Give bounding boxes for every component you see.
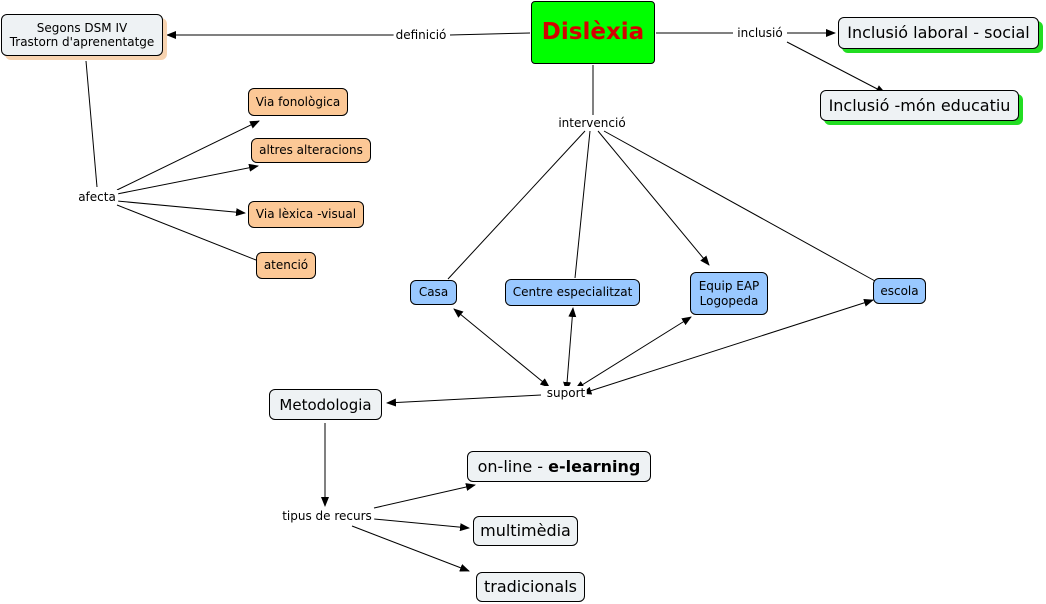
- link-label-tipus-de-recurs: tipus de recurs: [280, 509, 374, 523]
- edge-intervencio-escola: [603, 130, 876, 282]
- edge-afecta-fonologica: [116, 120, 260, 191]
- inclusion-item-label: Inclusió -món educatiu: [828, 95, 1011, 115]
- intervention-casa[interactable]: Casa: [410, 280, 457, 305]
- intervention-item-label: escola: [880, 283, 919, 298]
- resource-multimedia[interactable]: multimèdia: [473, 516, 578, 546]
- link-label-inclusio: inclusió: [735, 26, 785, 40]
- link-label-definicio: definició: [393, 28, 449, 42]
- definition-line-2: Trastorn d'aprenentatge: [9, 35, 155, 49]
- edge-afecta-lexica: [116, 200, 246, 217]
- affect-item-altres-alteracions[interactable]: altres alteracions: [251, 138, 371, 163]
- affect-item-label: atenció: [263, 258, 309, 273]
- edge-tipus-multimedia: [373, 518, 470, 532]
- intervention-item-label-2: Logopeda: [699, 293, 759, 308]
- edge-suport-metodologia: [386, 394, 542, 407]
- edge-suport-casa: [453, 308, 550, 388]
- edge-dislexia-definicio: [449, 32, 531, 36]
- edge-intervencio-centre: [574, 130, 591, 279]
- edge-afecta-atencio: [116, 204, 257, 261]
- intervention-item-label: Casa: [418, 285, 449, 300]
- intervention-centre-especialitzat[interactable]: Centre especialitzat: [505, 279, 640, 306]
- metodologia-node[interactable]: Metodologia: [269, 389, 382, 420]
- edge-tipus-online: [373, 483, 476, 509]
- resource-online-elearning[interactable]: on-line - e-learning: [467, 451, 651, 482]
- link-label-intervencio: intervenció: [556, 116, 628, 130]
- resource-item-label: multimèdia: [480, 521, 571, 541]
- resource-online-bold: e-learning: [548, 456, 641, 476]
- edge-suport-eap: [574, 316, 692, 390]
- intervention-item-label-1: Equip EAP: [698, 279, 760, 294]
- main-concept-label: Dislèxia: [541, 18, 645, 45]
- definition-node[interactable]: Segons DSM IV Trastorn d'aprenentatge: [1, 14, 163, 56]
- affect-item-via-lexica-visual[interactable]: Via lèxica -visual: [248, 201, 364, 228]
- link-label-afecta: afecta: [76, 190, 118, 204]
- resource-online-prefix: on-line -: [477, 456, 544, 476]
- edge-inclusio-educatiu: [786, 41, 886, 94]
- edge-suport-escola: [581, 298, 874, 395]
- edge-intervencio-eap: [597, 130, 710, 266]
- metodologia-label: Metodologia: [279, 395, 372, 414]
- edge-afecta-alteracions: [116, 163, 259, 195]
- edge-suport-centre: [563, 307, 577, 392]
- link-label-suport: suport: [544, 386, 588, 400]
- inclusion-item-label: Inclusió laboral - social: [847, 23, 1030, 43]
- intervention-equip-eap[interactable]: Equip EAP Logopeda: [690, 272, 768, 315]
- edge-intervencio-casa: [447, 130, 586, 280]
- definition-line-1: Segons DSM IV: [36, 20, 128, 35]
- affect-item-label: Via lèxica -visual: [255, 207, 357, 222]
- main-concept-dislexia[interactable]: Dislèxia: [531, 1, 655, 64]
- affect-item-via-fonologica[interactable]: Via fonològica: [248, 88, 348, 116]
- edge-dsm-afecta: [85, 60, 98, 188]
- inclusion-mon-educatiu[interactable]: Inclusió -món educatiu: [820, 90, 1019, 121]
- inclusion-laboral-social[interactable]: Inclusió laboral - social: [838, 17, 1039, 49]
- resource-tradicionals[interactable]: tradicionals: [476, 572, 585, 602]
- affect-item-atencio[interactable]: atenció: [256, 252, 316, 279]
- resource-item-label: tradicionals: [483, 577, 577, 597]
- intervention-escola[interactable]: escola: [873, 278, 926, 304]
- intervention-item-label: Centre especialitzat: [512, 285, 633, 300]
- affect-item-label: Via fonològica: [255, 94, 341, 109]
- affect-item-label: altres alteracions: [259, 143, 363, 158]
- edge-tipus-tradicionals: [351, 525, 470, 572]
